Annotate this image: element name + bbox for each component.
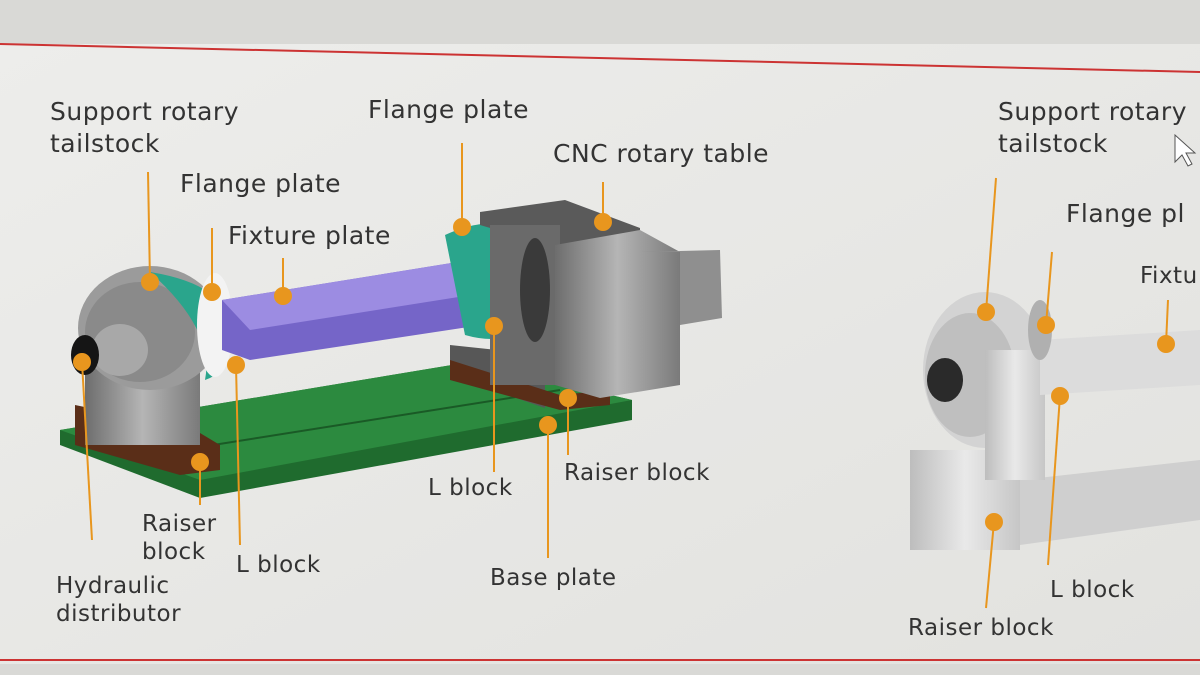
label-support-rotary-tailstock: Support rotary tailstock: [50, 97, 239, 158]
label-raiser-block-right: Raiser block: [564, 460, 710, 486]
label-raiser-block-left: Raiser block: [142, 511, 217, 565]
leader-lines-right: [977, 177, 1175, 609]
top-frame-line: [0, 43, 1200, 73]
cnc-rotary-table-shape: [480, 200, 722, 398]
label-l-block-left: L block: [236, 552, 321, 578]
label-hydraulic-distributor: Hydraulic distributor: [56, 573, 182, 627]
fixture-plate-shape: [222, 260, 515, 360]
label-fixture-right: Fixtu: [1140, 263, 1198, 289]
label-l-block-center: L block: [428, 475, 513, 501]
label-base-plate: Base plate: [490, 565, 617, 591]
label-flange-plate-top: Flange plate: [368, 95, 530, 124]
label-cnc-rotary-table: CNC rotary table: [553, 139, 770, 168]
mouse-cursor-icon: [1174, 133, 1197, 167]
label-flange-plate-left: Flange plate: [180, 169, 342, 198]
label-support-rotary-tailstock-right: Support rotary tailstock: [998, 97, 1187, 158]
label-fixture-plate: Fixture plate: [228, 221, 391, 250]
label-l-block-right: L block: [1050, 577, 1135, 603]
leader-lines-left: [73, 143, 612, 558]
label-flange-plate-right: Flange pl: [1066, 199, 1186, 228]
label-raiser-block-far-right: Raiser block: [908, 615, 1054, 641]
right-machine-shape: [910, 292, 1200, 550]
